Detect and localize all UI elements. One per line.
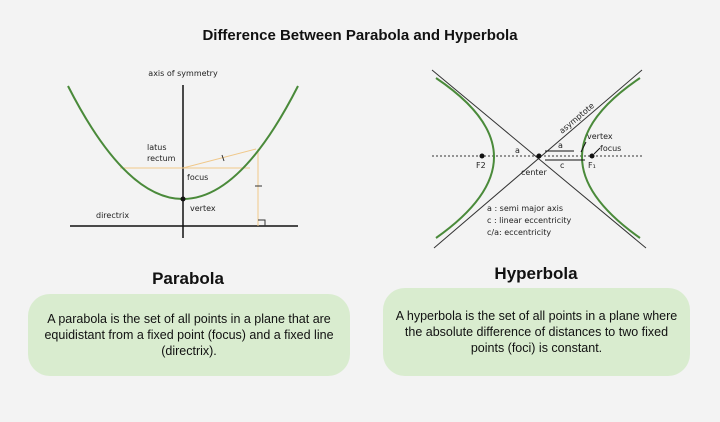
a-label: a <box>515 146 520 155</box>
asymptote-line <box>433 69 643 249</box>
legend-item: c : linear eccentricity <box>487 216 571 225</box>
right-angle-mark <box>258 219 266 226</box>
latus-rectum-label: rectum <box>147 154 176 163</box>
hyperbola-left-branch <box>435 77 495 239</box>
hyperbola-description-box: A hyperbola is the set of all points in … <box>383 288 690 376</box>
hyperbola-right-branch <box>581 77 641 239</box>
hyperbola-description: A hyperbola is the set of all points in … <box>395 309 678 355</box>
legend-item: c/a: eccentricity <box>487 228 551 237</box>
hyperbola-heading: Hyperbola <box>494 264 578 283</box>
axis-label: axis of symmetry <box>148 69 218 78</box>
parabola-heading: Parabola <box>152 269 224 288</box>
f1-point <box>589 153 595 159</box>
asymptote-label: asymptote <box>558 101 597 135</box>
parabola-description-box: A parabola is the set of all points in a… <box>28 294 350 376</box>
a-label: a <box>558 141 563 150</box>
f1-label: F₁ <box>588 161 596 170</box>
focus-to-point-line <box>182 148 257 169</box>
directrix-label: directrix <box>96 211 129 220</box>
parabola-description: A parabola is the set of all points in a… <box>44 312 334 358</box>
parabola-diagram: axis of symmetry latus rectum focus vert… <box>67 69 299 238</box>
page-title: Difference Between Parabola and Hyperbol… <box>202 27 518 44</box>
legend-item: a : semi major axis <box>487 204 563 213</box>
vertex-pointer <box>580 141 587 153</box>
f2-point <box>479 153 485 159</box>
f2-label: F2 <box>476 161 486 170</box>
asymptote-line <box>431 69 647 249</box>
vertex-label: vertex <box>190 204 216 213</box>
focus-label: focus <box>600 144 621 153</box>
hyperbola-diagram: asymptote vertex focus a a c center F2 F… <box>431 69 647 249</box>
center-label: center <box>521 168 547 177</box>
focus-pointer <box>593 147 601 155</box>
vertex-point <box>180 196 186 202</box>
equal-tick <box>221 154 225 162</box>
latus-rectum-label: latus <box>147 143 167 152</box>
vertex-label: vertex <box>587 132 613 141</box>
focus-label: focus <box>187 173 208 182</box>
c-label: c <box>560 161 564 170</box>
center-point <box>536 153 542 159</box>
